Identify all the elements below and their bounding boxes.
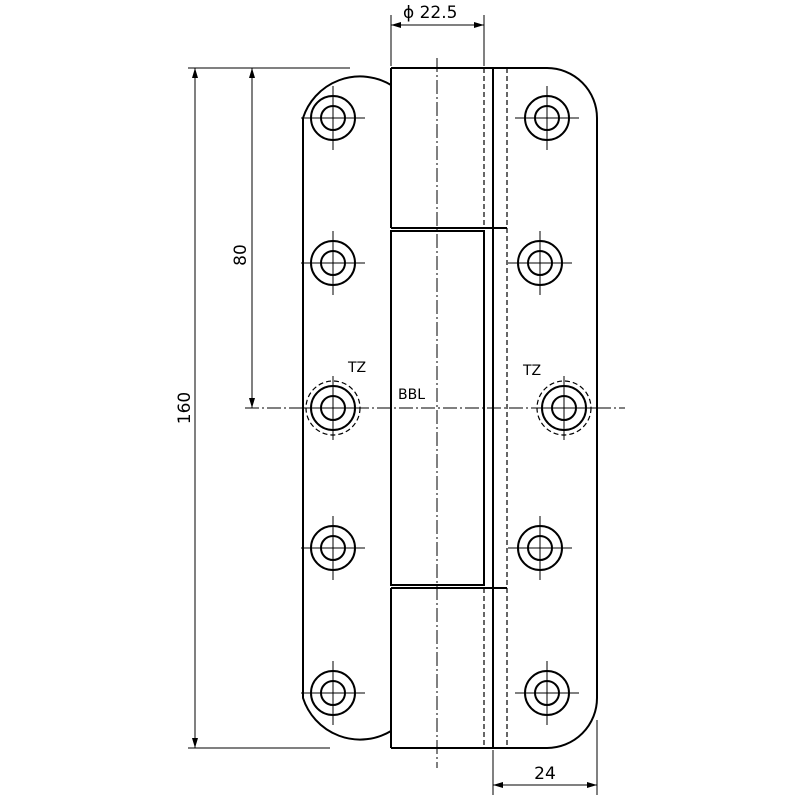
screw-holes bbox=[301, 86, 596, 725]
barrel bbox=[390, 58, 507, 768]
screw-hole bbox=[301, 661, 365, 725]
half-height-label: 80 bbox=[231, 244, 251, 266]
bbl-label: BBL bbox=[398, 387, 425, 403]
screw-hole bbox=[515, 661, 579, 725]
screw-hole bbox=[301, 516, 365, 580]
screw-hole bbox=[301, 86, 365, 150]
screw-hole bbox=[508, 231, 572, 295]
screw-hole bbox=[301, 231, 365, 295]
total-height-label: 160 bbox=[175, 392, 195, 424]
dimension-total-height: 160 bbox=[175, 67, 350, 749]
pin-diameter-label: ϕ 22.5 bbox=[403, 3, 457, 23]
tz-hole bbox=[532, 376, 596, 440]
screw-hole bbox=[508, 516, 572, 580]
leaf-width-label: 24 bbox=[534, 764, 556, 784]
screw-hole bbox=[515, 86, 579, 150]
dimension-leaf-width: 24 bbox=[492, 720, 598, 795]
dimension-pin-diameter: ϕ 22.5 bbox=[390, 3, 485, 66]
tz-hole bbox=[301, 376, 365, 440]
dimension-half-height: 80 bbox=[231, 68, 255, 408]
tz-right-label: TZ bbox=[522, 363, 541, 379]
tz-left-label: TZ bbox=[347, 360, 366, 376]
right-leaf bbox=[492, 67, 598, 749]
